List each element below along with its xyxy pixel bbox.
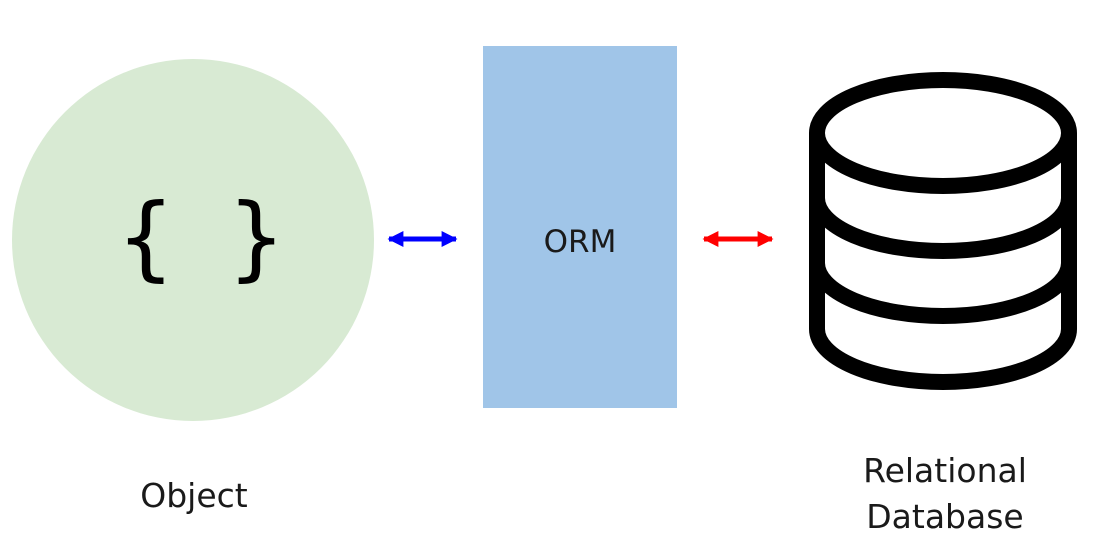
database-icon [809, 72, 1077, 390]
database-label-line-1: Relational [863, 451, 1027, 490]
database-label-line-2: Database [866, 497, 1024, 536]
orm-label: ORM [543, 224, 617, 260]
database-label: Relational Database [830, 448, 1060, 540]
object-label: Object [140, 476, 248, 515]
object-circle [12, 59, 374, 421]
curly-braces-icon: { } [118, 184, 285, 291]
orm-box [483, 46, 677, 408]
